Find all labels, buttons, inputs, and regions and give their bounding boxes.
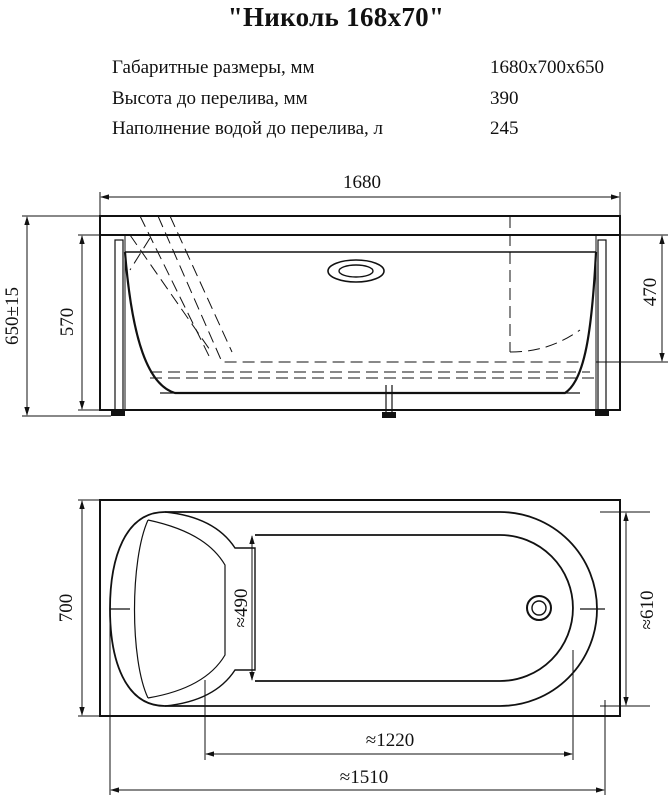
top-view: [78, 499, 650, 795]
page-title: "Николь 168x70": [227, 2, 445, 32]
leg-left: [114, 239, 124, 416]
overflow-inner: [338, 264, 374, 278]
dim-label-bottom-length: ≈1220: [366, 730, 414, 751]
bowl-bottom: [255, 534, 574, 682]
dim-label-inner-width-head: ≈490: [231, 589, 252, 628]
dim-label-depth: 470: [640, 278, 661, 307]
spec-value: 245: [490, 118, 519, 139]
tub-rim: [99, 215, 621, 236]
overflow-outer: [327, 259, 385, 283]
dim-label-inner-height: 570: [57, 308, 78, 337]
leg-right: [597, 239, 607, 416]
drain-inner: [531, 600, 547, 616]
spec-label: Наполнение водой до перелива, л: [112, 118, 384, 139]
headrest: [164, 511, 256, 707]
spec-value: 1680x700x650: [490, 57, 604, 78]
dim-label-inner-length: ≈1510: [340, 767, 388, 788]
tub-outline-top: [99, 499, 621, 717]
drain-outer: [526, 595, 552, 621]
dim-label-width: 700: [56, 594, 77, 623]
dim-label-total-height: 650±15: [2, 287, 23, 345]
spec-label: Высота до перелива, мм: [112, 88, 308, 109]
front-panel: [99, 234, 621, 411]
side-view: [22, 192, 668, 418]
spec-value: 390: [490, 88, 519, 109]
spec-label: Габаритные размеры, мм: [112, 57, 315, 78]
dim-label-overall-length: 1680: [343, 172, 381, 193]
bowl-outer: [109, 511, 598, 707]
dim-label-inner-width-foot: ≈610: [637, 591, 658, 630]
